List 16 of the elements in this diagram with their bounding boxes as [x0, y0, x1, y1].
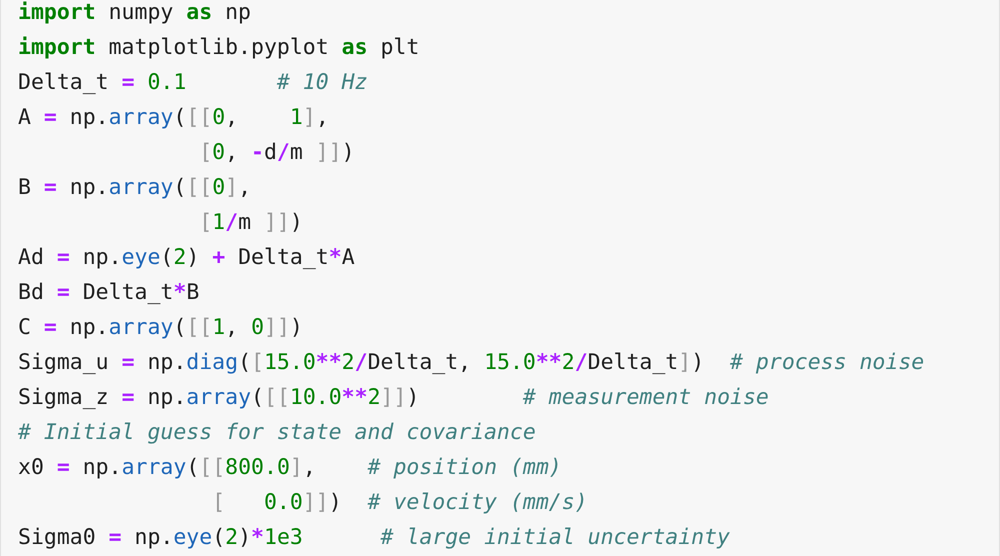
code-line: [1/m ]]) — [198, 209, 303, 237]
code-line: Delta_t = 0.1 # 10 Hz — [18, 69, 368, 97]
code-comment: # Initial guess for state and covariance — [18, 419, 536, 447]
code-line: Sigma0 = np.eye(2)*1e3 # large initial uncertainty — [18, 524, 730, 552]
code-line: import matplotlib.pyplot as plt — [18, 34, 420, 62]
code-line: A = np.array([[0, 1], — [18, 104, 329, 132]
code-line: B = np.array([[0], — [18, 174, 252, 202]
code-line: [ 0.0]]) # velocity (mm/s) — [211, 489, 588, 517]
code-line: Sigma_u = np.diag([15.0**2/Delta_t, 15.0**2/Delta_t]) # process noise — [18, 349, 924, 377]
code-line: Ad = np.eye(2) + Delta_t*A — [18, 244, 355, 272]
code-line: [0, -d/m ]]) — [198, 139, 355, 167]
code-line: Bd = Delta_t*B — [18, 279, 200, 307]
code-line: C = np.array([[1, 0]]) — [18, 314, 303, 342]
code-line: x0 = np.array([[800.0], # position (mm) — [18, 454, 562, 482]
code-line: Sigma_z = np.array([[10.0**2]]) # measurement noise — [18, 384, 769, 412]
code-line: import numpy as np — [18, 0, 252, 27]
